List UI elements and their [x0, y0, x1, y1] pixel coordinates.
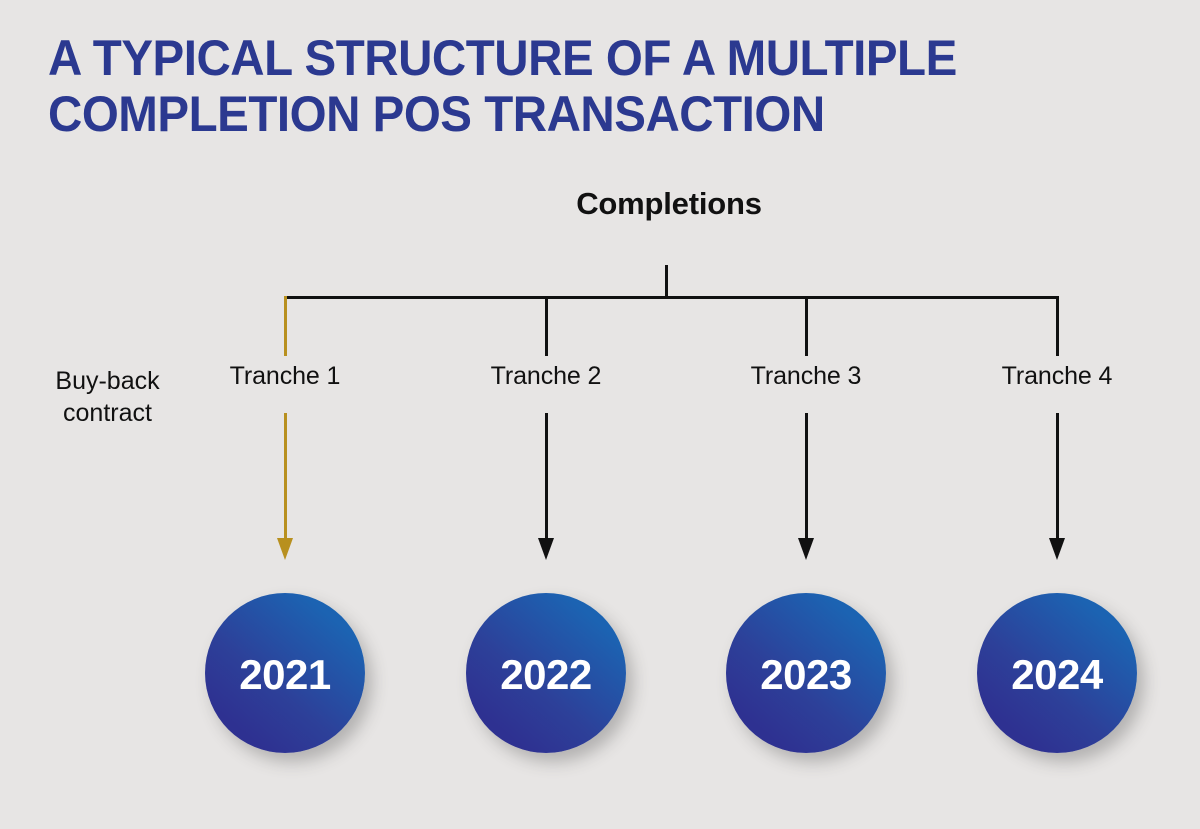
buy-back-contract-caption: Buy-back contract — [55, 367, 160, 427]
branch-line-lower-icon — [805, 413, 808, 553]
arrow-down-icon — [277, 538, 293, 560]
year-circle-2022: 2022 — [466, 593, 626, 753]
tree-horizontal-connector — [285, 296, 1059, 299]
year-label: 2022 — [500, 651, 592, 698]
arrow-down-icon — [1049, 538, 1065, 560]
year-label: 2024 — [1011, 651, 1103, 698]
arrow-down-icon — [798, 538, 814, 560]
year-label: 2023 — [760, 651, 852, 698]
branch-line-upper-icon — [805, 296, 808, 356]
year-circle-2023: 2023 — [726, 593, 886, 753]
branch-line-lower-icon — [284, 413, 287, 553]
branch-label: Tranche 4 — [1001, 362, 1113, 390]
year-circle-2021: 2021 — [205, 593, 365, 753]
year-label: 2021 — [239, 651, 331, 698]
branch-line-upper-icon — [1056, 296, 1059, 356]
year-circle-2024: 2024 — [977, 593, 1137, 753]
branch-line-lower-icon — [545, 413, 548, 553]
branch-label: Tranche 3 — [750, 362, 862, 390]
branch-line-upper-icon — [284, 296, 287, 356]
branch-label: Tranche 1 — [229, 362, 341, 390]
page-title: A typical structure of a multiple comple… — [48, 30, 957, 142]
branch-line-upper-icon — [545, 296, 548, 356]
arrow-down-icon — [538, 538, 554, 560]
completions-heading: Completions — [576, 186, 762, 221]
branch-label: Tranche 2 — [490, 362, 602, 390]
branch-line-lower-icon — [1056, 413, 1059, 553]
tree-root-stem — [665, 265, 668, 299]
